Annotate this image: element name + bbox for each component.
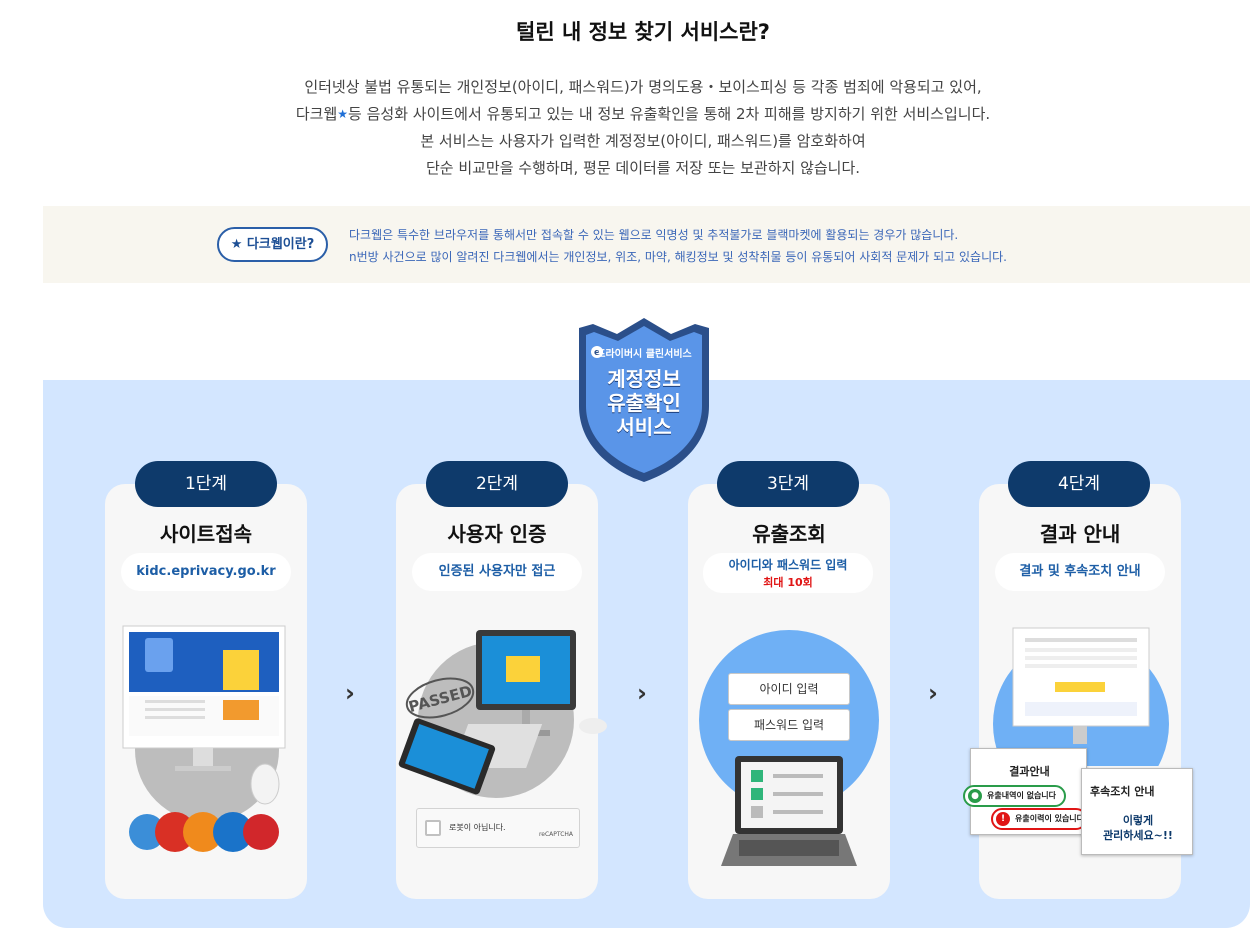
lock-icon: ● bbox=[968, 789, 982, 803]
id-input[interactable]: 아이디 입력 bbox=[728, 673, 850, 705]
darkweb-notice: ★ 다크웹이란? 다크웹은 특수한 브라우저를 통해서만 접속할 수 있는 웹으… bbox=[43, 206, 1250, 283]
intro-line: 단순 비교만을 수행하며, 평문 데이터를 저장 또는 보관하지 않습니다. bbox=[425, 159, 861, 177]
svg-text:e: e bbox=[594, 348, 600, 358]
badge-small-text: 프라이버시 클린서비스 bbox=[596, 349, 692, 360]
badge-title: 계정정보 유출확인 서비스 bbox=[575, 367, 713, 439]
captcha-label: 로봇이 아닙니다. bbox=[449, 823, 506, 832]
lookup-illustration bbox=[699, 630, 879, 866]
step-label-3: 3단계 bbox=[717, 461, 859, 507]
badge-line: 유출확인 bbox=[607, 391, 681, 415]
step-label-1: 1단계 bbox=[135, 461, 277, 507]
badge-line: 계정정보 bbox=[607, 367, 681, 391]
star-icon: ★ bbox=[337, 107, 349, 121]
page-title: 털린 내 정보 찾기 서비스란? bbox=[516, 20, 770, 44]
alert-icon: ! bbox=[996, 812, 1010, 826]
intro-line: 본 서비스는 사용자가 입력한 계정정보(아이디, 패스워드)를 암호화하여 bbox=[420, 132, 866, 150]
step-title-1: 사이트접속 bbox=[160, 522, 252, 546]
intro-text: 인터넷상 불법 유통되는 개인정보(아이디, 패스워드)가 명의도용・보이스피싱… bbox=[0, 74, 1250, 182]
site-access-illustration bbox=[122, 625, 286, 852]
lookup-instruction: 아이디와 패스워드 입력 bbox=[728, 558, 848, 572]
darkweb-button[interactable]: ★ 다크웹이란? bbox=[217, 227, 328, 262]
step-label-2: 2단계 bbox=[426, 461, 568, 507]
step-title-3: 유출조회 bbox=[752, 522, 826, 546]
follow-up-line: 이렇게 bbox=[1122, 814, 1154, 827]
password-input[interactable]: 패스워드 입력 bbox=[728, 709, 850, 741]
auth-illustration: PASSED bbox=[398, 630, 607, 798]
follow-up-line: 관리하세요~!! bbox=[1103, 829, 1173, 842]
auth-notice: 인증된 사용자만 접근 bbox=[412, 553, 582, 591]
result-notice: 결과 및 후속조치 안내 bbox=[995, 553, 1165, 591]
no-leak-text: 유출내역이 없습니다 bbox=[987, 791, 1057, 800]
recaptcha-label: reCAPTCHA bbox=[538, 831, 573, 838]
intro-line: 인터넷상 불법 유통되는 개인정보(아이디, 패스워드)가 명의도용・보이스피싱… bbox=[304, 78, 982, 96]
lookup-notice: 아이디와 패스워드 입력 최대 10회 bbox=[703, 553, 873, 593]
chevron-right-icon: › bbox=[345, 679, 355, 707]
recaptcha-widget[interactable]: 로봇이 아닙니다. reCAPTCHA bbox=[416, 808, 580, 848]
chevron-right-icon: › bbox=[928, 679, 938, 707]
follow-up-message: 이렇게 관리하세요~!! bbox=[1082, 813, 1194, 843]
notice-line: 다크웹은 특수한 브라우저를 통해서만 접속할 수 있는 웹으로 익명성 및 추… bbox=[349, 228, 959, 242]
step-title-4: 결과 안내 bbox=[1039, 522, 1121, 546]
follow-up-title: 후속조치 안내 bbox=[1090, 785, 1155, 798]
leak-text: 유출이력이 있습니다 bbox=[1015, 814, 1085, 823]
shield-badge-icon: e bbox=[579, 318, 709, 482]
notice-line: n번방 사건으로 많이 알려진 다크웹에서는 개인정보, 위조, 마약, 해킹정… bbox=[349, 250, 1007, 264]
step-title-2: 사용자 인증 bbox=[447, 522, 547, 546]
chevron-right-icon: › bbox=[637, 679, 647, 707]
checkbox-icon[interactable] bbox=[425, 820, 441, 836]
lookup-limit: 최대 10회 bbox=[763, 576, 813, 589]
intro-darkweb: 다크웹 bbox=[295, 105, 338, 123]
result-card-title: 결과안내 bbox=[1009, 765, 1050, 778]
leak-badge: ! 유출이력이 있습니다 bbox=[991, 808, 1087, 830]
intro-line-rest: 등 음성화 사이트에서 유통되고 있는 내 정보 유출확인을 통해 2차 피해를… bbox=[348, 105, 991, 123]
badge-line: 서비스 bbox=[616, 415, 672, 439]
intro-line: 다크웹★등 음성화 사이트에서 유통되고 있는 내 정보 유출확인을 통해 2차… bbox=[0, 101, 1250, 128]
result-monitor-illustration bbox=[993, 627, 1169, 766]
darkweb-description: 다크웹은 특수한 브라우저를 통해서만 접속할 수 있는 웹으로 익명성 및 추… bbox=[349, 224, 1007, 268]
site-url[interactable]: kidc.eprivacy.go.kr bbox=[121, 553, 291, 591]
follow-up-card: 후속조치 안내 이렇게 관리하세요~!! bbox=[1081, 768, 1193, 855]
step-label-4: 4단계 bbox=[1008, 461, 1150, 507]
no-leak-badge: ● 유출내역이 없습니다 bbox=[963, 785, 1066, 807]
